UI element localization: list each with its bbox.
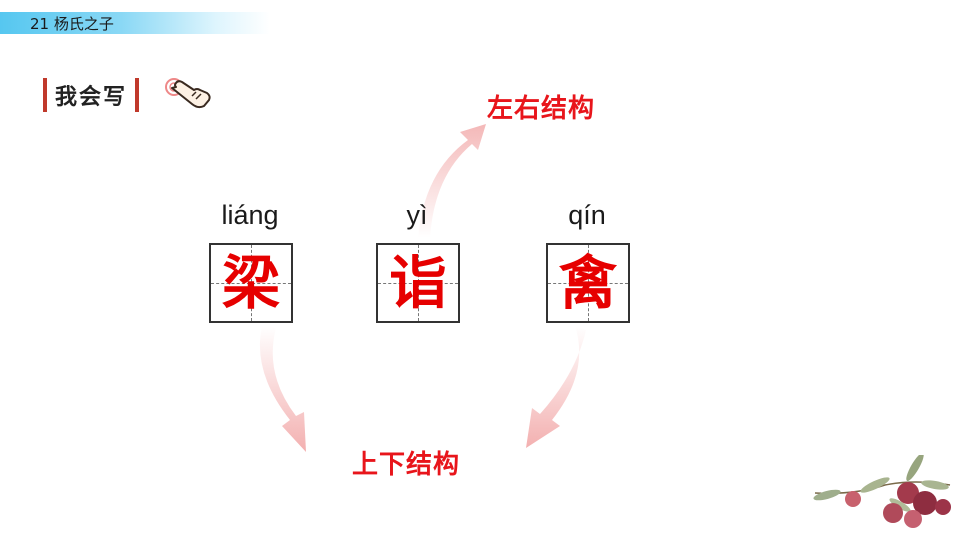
pinyin-qin: qín [568, 200, 606, 230]
character-yi: 诣 [388, 249, 447, 317]
bayberry-branch-decoration [813, 455, 951, 528]
pinyin-yi: yì [406, 200, 428, 230]
character-liang: 梁 [221, 249, 280, 317]
grid-vline [251, 245, 252, 321]
arrow-down-left [259, 326, 306, 452]
arrow-down-right [526, 326, 586, 448]
heading-bar-left [43, 78, 47, 112]
grid-vline [418, 245, 419, 321]
section-heading: 我会写 [43, 78, 140, 112]
header-bar [0, 12, 270, 34]
arrow-up-to-left-right [418, 124, 486, 238]
char-box-liang[interactable]: 梁 [209, 243, 293, 323]
label-top-bottom-structure: 上下结构 [352, 450, 461, 480]
pinyin-liang: liáng [221, 200, 279, 230]
section-title: 我会写 [55, 84, 128, 110]
char-box-yi[interactable]: 诣 [376, 243, 460, 323]
char-box-qin[interactable]: 禽 [546, 243, 630, 323]
pointing-hand-icon [165, 78, 211, 109]
lesson-title: 21 杨氏之子 [30, 15, 114, 33]
grid-vline [588, 245, 589, 321]
character-qin: 禽 [558, 249, 617, 317]
heading-bar-right [135, 78, 140, 112]
label-left-right-structure: 左右结构 [487, 94, 596, 124]
